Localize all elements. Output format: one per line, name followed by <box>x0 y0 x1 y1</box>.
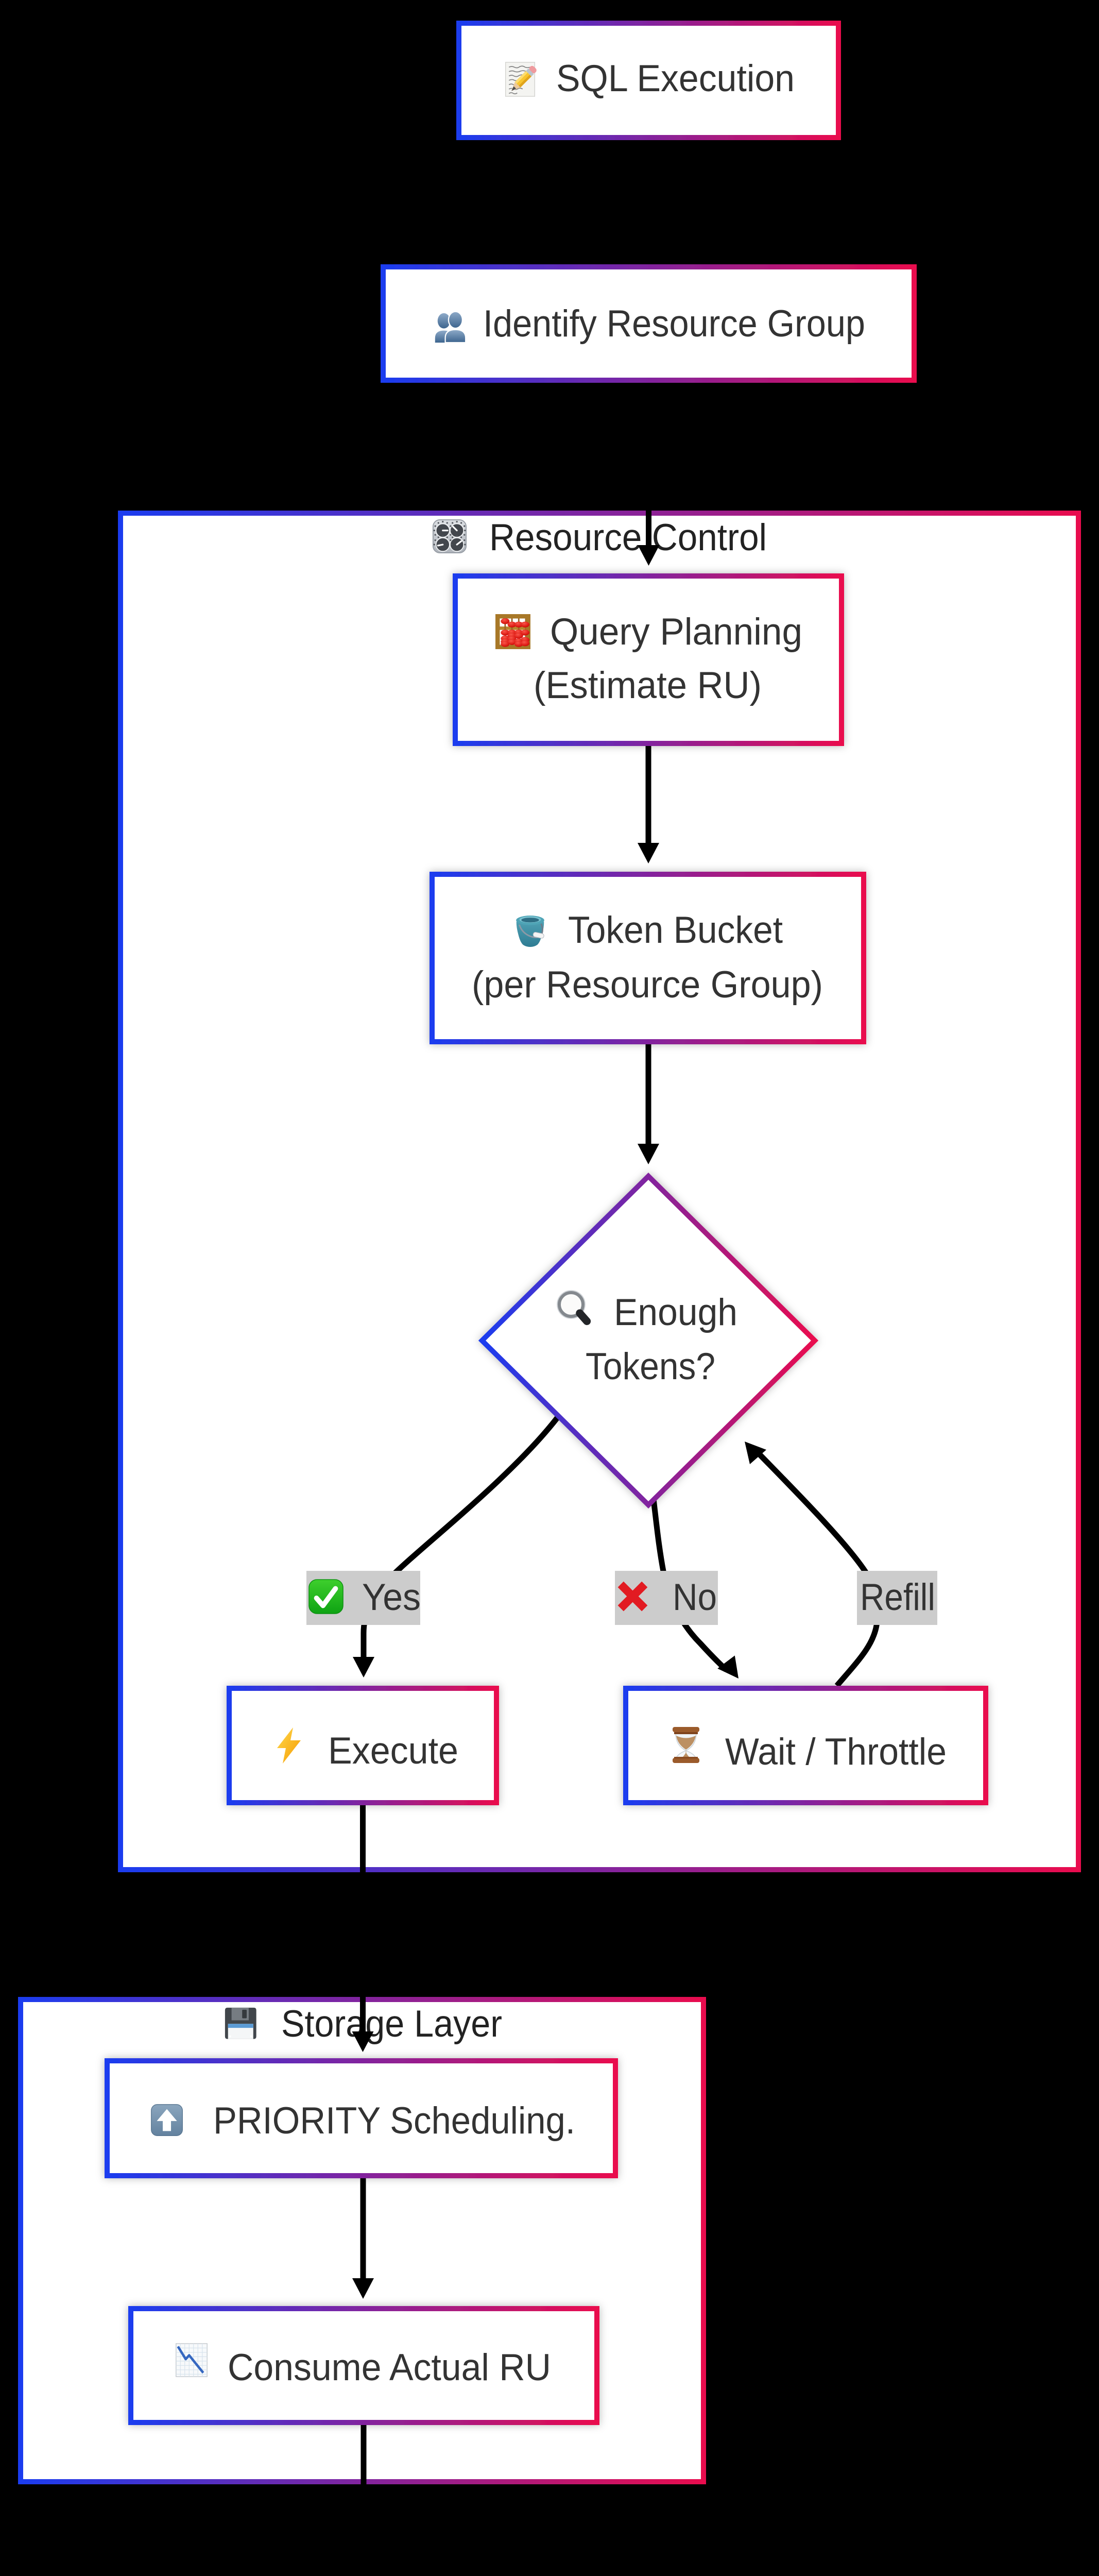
svg-text:PRIORITY Scheduling.: PRIORITY Scheduling. <box>213 2100 575 2142</box>
svg-text:(per Resource Group): (per Resource Group) <box>472 964 823 1006</box>
svg-text:Identify Resource Group: Identify Resource Group <box>483 303 865 345</box>
svg-text:No: No <box>673 1577 717 1618</box>
svg-text:Storage Layer: Storage Layer <box>281 2003 502 2045</box>
svg-text:Resource Control: Resource Control <box>489 517 767 558</box>
svg-text:SQL Execution: SQL Execution <box>556 58 795 99</box>
svg-text:Enough: Enough <box>614 1292 737 1333</box>
svg-text:Consume Actual RU: Consume Actual RU <box>228 2347 551 2388</box>
svg-text:Tokens?: Tokens? <box>586 1346 715 1387</box>
svg-text:Token Bucket: Token Bucket <box>568 909 783 951</box>
svg-text:Refill: Refill <box>860 1577 935 1618</box>
svg-text:Query Planning: Query Planning <box>550 611 802 653</box>
svg-text:Wait / Throttle: Wait / Throttle <box>725 1731 947 1773</box>
svg-text:Execute: Execute <box>328 1730 458 1772</box>
svg-text:Yes: Yes <box>362 1577 421 1618</box>
svg-text:(Estimate RU): (Estimate RU) <box>534 665 762 706</box>
